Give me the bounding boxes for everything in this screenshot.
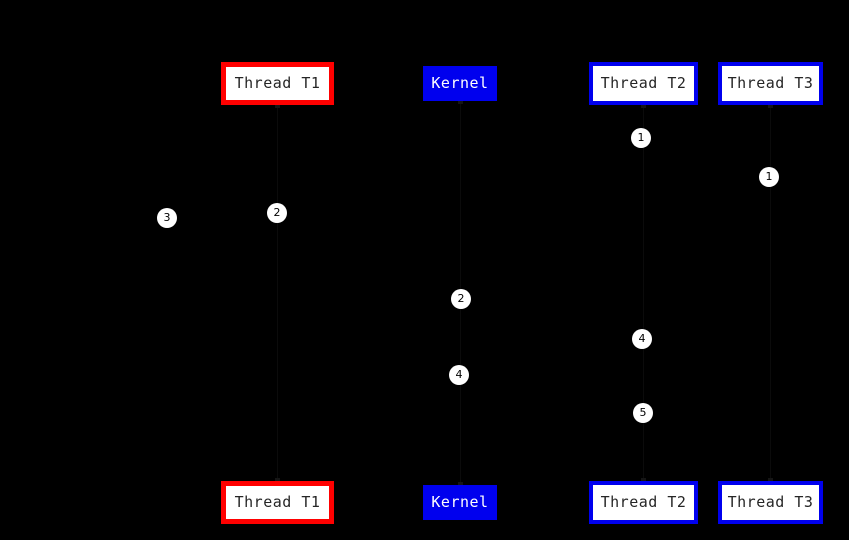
ll-t2 bbox=[643, 105, 644, 481]
lifeline-notch-t3-bottom bbox=[768, 478, 773, 481]
participant-label: Kernel bbox=[431, 74, 489, 92]
lifeline-notch-t3-top bbox=[768, 105, 773, 108]
lifeline-notch-t2-top bbox=[641, 105, 646, 108]
participant-box-t2-top[interactable]: Thread T2 bbox=[589, 62, 698, 105]
step-badge-b1: 1 bbox=[631, 128, 651, 148]
lifeline-notch-t1-bottom bbox=[275, 478, 280, 481]
participant-label: Thread T2 bbox=[600, 493, 687, 511]
participant-box-t2-bottom[interactable]: Thread T2 bbox=[589, 481, 698, 524]
participant-box-t1-top[interactable]: Thread T1 bbox=[221, 62, 334, 105]
participant-box-t1-bottom[interactable]: Thread T1 bbox=[221, 481, 334, 524]
ll-t3 bbox=[770, 105, 771, 481]
participant-box-kernel-top[interactable]: Kernel bbox=[423, 66, 497, 101]
participant-label: Thread T1 bbox=[234, 74, 321, 92]
participant-box-t3-bottom[interactable]: Thread T3 bbox=[718, 481, 823, 524]
ll-t1 bbox=[277, 105, 278, 481]
step-badge-b7: 4 bbox=[449, 365, 469, 385]
lifeline-notch-t2-bottom bbox=[641, 478, 646, 481]
step-badge-b2: 1 bbox=[759, 167, 779, 187]
participant-label: Kernel bbox=[431, 493, 489, 511]
step-badge-b5: 2 bbox=[451, 289, 471, 309]
step-badge-b8: 5 bbox=[633, 403, 653, 423]
step-badge-b6: 4 bbox=[632, 329, 652, 349]
step-badge-b4: 2 bbox=[267, 203, 287, 223]
participant-label: Thread T3 bbox=[727, 74, 814, 92]
participant-label: Thread T2 bbox=[600, 74, 687, 92]
lifeline-notch-t1-top bbox=[275, 105, 280, 108]
participant-box-kernel-bottom[interactable]: Kernel bbox=[423, 485, 497, 520]
participant-label: Thread T1 bbox=[234, 493, 321, 511]
step-badge-b3: 3 bbox=[157, 208, 177, 228]
participant-box-t3-top[interactable]: Thread T3 bbox=[718, 62, 823, 105]
lifeline-notch-kernel-bottom bbox=[458, 482, 463, 485]
participant-label: Thread T3 bbox=[727, 493, 814, 511]
lifeline-notch-kernel-top bbox=[458, 101, 463, 104]
